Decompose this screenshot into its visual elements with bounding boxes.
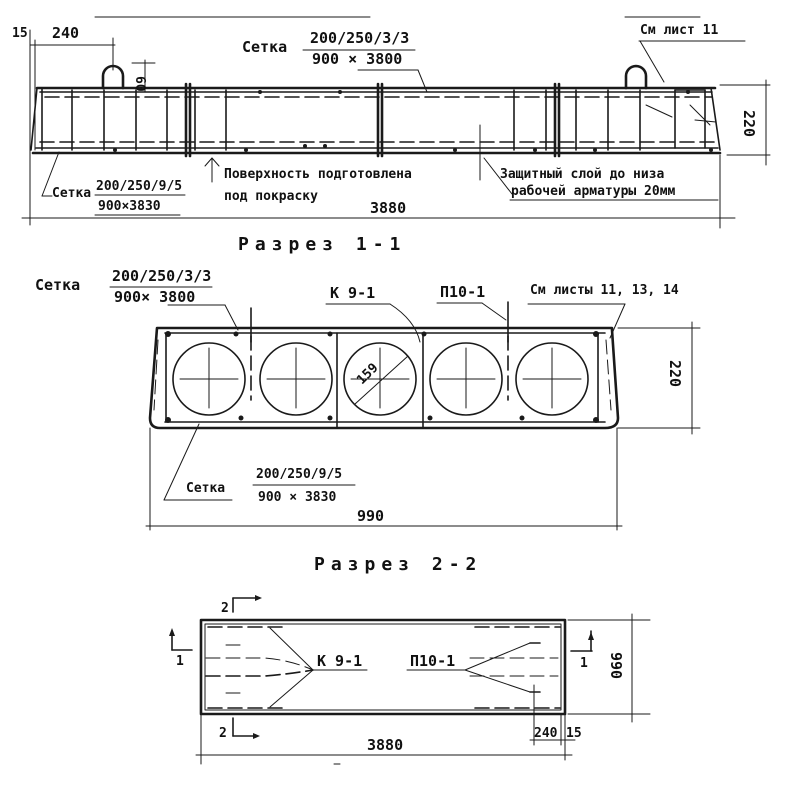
- svg-text:220: 220: [666, 360, 684, 387]
- section1-dim-width: 990: [145, 427, 623, 531]
- section2-dim-length: 3880: [195, 713, 573, 765]
- section1-frame-callout: К 9-1: [325, 284, 421, 343]
- svg-text:900 × 3800: 900 × 3800: [312, 50, 402, 68]
- section-1-title: Разрез 1-1: [238, 234, 406, 255]
- dim-edge-label: 15: [12, 26, 28, 41]
- elevation-view: 15 240 60 Сетка 200/250/3/3 900 × 3800 С…: [12, 16, 771, 229]
- stirrups-right: [513, 82, 717, 158]
- lifting-loop-right: [624, 64, 648, 90]
- svg-text:900 × 3830: 900 × 3830: [258, 490, 336, 505]
- dim-length-elevation: 3880: [21, 154, 736, 229]
- dim-loop-offset: 15 240: [12, 24, 116, 226]
- svg-text:200/250/3/3: 200/250/3/3: [310, 29, 409, 47]
- section2-dim-width: 990: [567, 613, 651, 723]
- section1-outline: [148, 326, 620, 430]
- stirrups-left: [41, 82, 227, 158]
- section1-mesh-bottom-callout: Сетка 200/250/9/5 900 × 3830: [163, 423, 356, 505]
- svg-text:2: 2: [219, 726, 227, 741]
- dim-height-label: 220: [740, 110, 758, 137]
- section1-voids: 159: [172, 342, 589, 416]
- svg-text:Сетка: Сетка: [186, 481, 225, 496]
- svg-text:Защитный слой до низа: Защитный слой до низа: [500, 167, 665, 182]
- svg-text:15: 15: [566, 726, 582, 741]
- svg-text:2: 2: [221, 601, 229, 616]
- svg-text:рабочей арматуры 20мм: рабочей арматуры 20мм: [511, 184, 676, 199]
- rebar-dots-elevation: [113, 90, 713, 152]
- section-2-title: Разрез 2-2: [314, 554, 482, 575]
- svg-text:990: 990: [357, 507, 384, 525]
- void-3: 159: [343, 342, 417, 416]
- svg-text:200/250/9/5: 200/250/9/5: [96, 179, 182, 194]
- section2-outline: [199, 618, 567, 716]
- svg-text:990: 990: [607, 652, 625, 679]
- void-4: [429, 342, 503, 416]
- void-5: [515, 342, 589, 416]
- section2-dim-loop-offset: 240 15: [529, 684, 582, 761]
- cut-mark-2-bottom: 2: [219, 717, 260, 741]
- svg-text:Сетка: Сетка: [35, 276, 80, 294]
- svg-text:900× 3800: 900× 3800: [114, 288, 195, 306]
- svg-text:1: 1: [176, 654, 184, 669]
- svg-text:Поверхность подготовлена: Поверхность подготовлена: [224, 167, 412, 182]
- svg-text:К 9-1: К 9-1: [317, 652, 362, 670]
- cut-mark-1-left: 1: [169, 628, 193, 669]
- svg-text:Сетка: Сетка: [242, 38, 287, 56]
- svg-text:200/250/9/5: 200/250/9/5: [256, 467, 342, 482]
- dim-loop-offset-label: 240: [52, 24, 79, 42]
- dim-loop-height: 60: [131, 59, 156, 93]
- svg-text:См листы 11, 13, 14: См листы 11, 13, 14: [530, 283, 679, 298]
- svg-text:Сетка: Сетка: [52, 186, 91, 201]
- section1-dim-height: 220: [617, 321, 701, 435]
- void-2: [259, 342, 333, 416]
- mesh-top-callout: Сетка 200/250/3/3 900 × 3800: [242, 29, 428, 93]
- svg-text:900×3830: 900×3830: [98, 199, 161, 214]
- svg-text:1: 1: [580, 656, 588, 671]
- ref-sheet-callout: См лист 11: [638, 23, 746, 83]
- svg-text:3880: 3880: [367, 736, 403, 754]
- section2-loop-callout: П10-1: [406, 642, 541, 693]
- section-2-2: Разрез 2-2 К 9-1 П10-1: [169, 554, 651, 765]
- section-1-1: Разрез 1-1 Сетка 200/250/3/3 900× 3800 К…: [35, 234, 701, 531]
- section1-rebar-dots: [165, 331, 599, 423]
- section1-ref-callout: См листы 11, 13, 14: [527, 283, 679, 339]
- slab-elevation-outline: [30, 86, 722, 155]
- section1-mesh-top-callout: Сетка 200/250/3/3 900× 3800: [35, 267, 239, 331]
- cut-mark-1-right: 1: [570, 630, 594, 671]
- mesh-bottom-callout: Сетка 200/250/9/5 900×3830: [41, 151, 186, 216]
- surface-note: Поверхность подготовлена под покраску: [204, 157, 412, 204]
- svg-text:под покраску: под покраску: [224, 189, 318, 204]
- svg-text:240: 240: [534, 726, 558, 741]
- svg-text:См лист 11: См лист 11: [640, 23, 718, 38]
- cover-note: Защитный слой до низа рабочей арматуры 2…: [479, 124, 719, 201]
- svg-text:К 9-1: К 9-1: [330, 284, 375, 302]
- svg-text:П10-1: П10-1: [410, 652, 455, 670]
- section1-loop-callout: П10-1: [436, 283, 507, 321]
- void-1: [172, 342, 246, 416]
- svg-text:П10-1: П10-1: [440, 283, 485, 301]
- dim-loop-height-label: 60: [132, 76, 147, 92]
- cut-mark-2-top: 2: [221, 595, 262, 616]
- dim-height-elevation: 220: [719, 79, 771, 166]
- section2-frame-callout: К 9-1: [312, 652, 368, 671]
- dim-length-label: 3880: [370, 199, 406, 217]
- svg-text:200/250/3/3: 200/250/3/3: [112, 267, 211, 285]
